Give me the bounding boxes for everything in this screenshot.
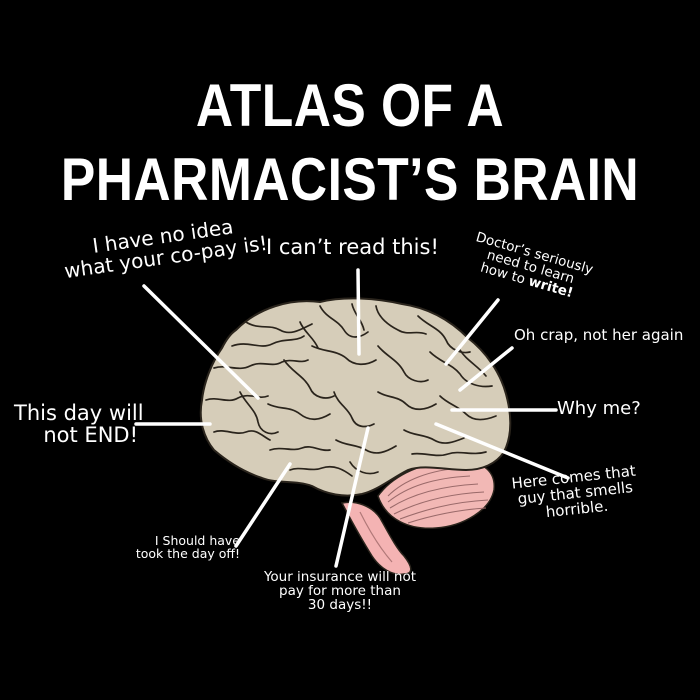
label-day-off-line2: took the day off!	[135, 546, 240, 562]
pointer-cant-read	[356, 268, 361, 356]
pointer-copay	[142, 284, 260, 400]
label-insurance-line2: pay for more than	[279, 583, 401, 600]
pointer-doctors	[444, 298, 500, 366]
label-this-day-line2: not END!	[43, 423, 138, 448]
pointer-oh-crap	[458, 346, 514, 392]
pointer-day-off	[234, 462, 292, 548]
label-oh-crap: Oh crap, not her again	[514, 326, 684, 344]
brainstem	[340, 501, 412, 576]
label-this-day: This day will not END!	[14, 401, 144, 448]
cerebrum-folds	[205, 303, 497, 477]
label-day-off: I Should have took the day off!	[134, 534, 240, 560]
pointer-smells	[434, 422, 570, 480]
pointer-insurance	[334, 426, 370, 568]
label-day-off-line1: I Should have	[154, 533, 240, 548]
title-line-2: PHARMACIST’S BRAIN	[60, 146, 640, 213]
title-line-1: ATLAS OF A	[195, 72, 505, 139]
label-this-day-line1: This day will	[14, 401, 144, 425]
label-cant-read: I can’t read this!	[266, 235, 439, 259]
label-insurance-line3: 30 days!!	[307, 597, 373, 614]
label-why-me: Why me?	[557, 398, 641, 419]
label-insurance: Your insurance will not pay for more tha…	[262, 570, 418, 613]
label-insurance-line1: Your insurance will not	[263, 569, 417, 585]
cerebrum	[199, 297, 512, 497]
pointer-lines	[134, 268, 570, 568]
